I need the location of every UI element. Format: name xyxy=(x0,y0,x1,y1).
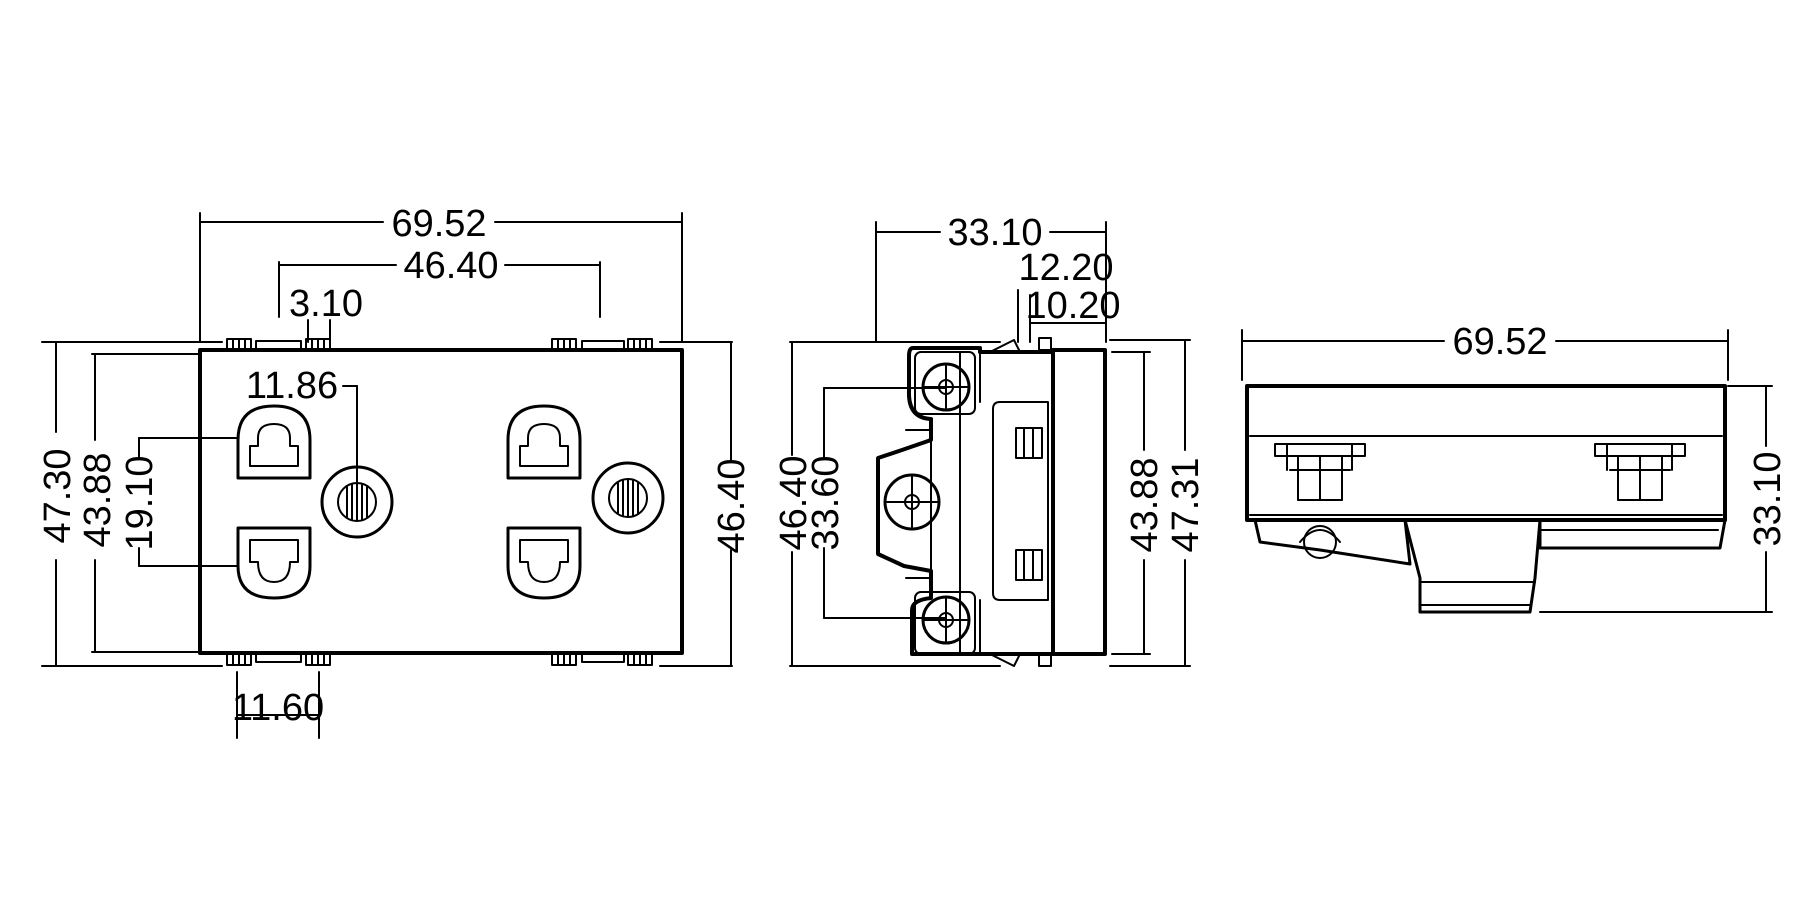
front-clip-spacing-label: 46.40 xyxy=(403,245,498,287)
side-screw-spacing-label: 33.60 xyxy=(805,455,847,550)
side-overall-height-label: 47.31 xyxy=(1165,457,1207,552)
top-overall-width-label: 69.52 xyxy=(1452,321,1547,363)
front-overall-width-label: 69.52 xyxy=(391,203,486,245)
front-view xyxy=(41,212,733,739)
front-slot-spacing-label: 19.10 xyxy=(119,455,161,550)
top-overall-depth-label: 33.10 xyxy=(1747,451,1789,546)
lower-terminal-screw xyxy=(914,591,976,655)
right-top-clip xyxy=(1594,443,1686,501)
front-plate-outline xyxy=(198,348,684,655)
front-pin-offset-label: 11.86 xyxy=(246,365,338,407)
side-back-height-label: 46.40 xyxy=(773,455,815,550)
upper-terminal-screw xyxy=(914,351,976,415)
left-outlet-upper-slot xyxy=(236,404,312,480)
front-overall-height-label: 47.30 xyxy=(37,448,79,543)
top-dimension-lines xyxy=(1241,329,1773,613)
left-outlet xyxy=(236,404,394,600)
front-bottom-clips xyxy=(226,652,653,666)
right-outlet xyxy=(506,404,665,600)
front-outlet-height-label: 46.40 xyxy=(711,458,753,553)
right-outlet-lower-slot xyxy=(506,526,582,600)
dimension-labels: 69.52 46.40 3.10 11.86 11.60 47.30 43.88… xyxy=(37,203,1789,729)
side-face-plate xyxy=(1051,348,1107,656)
side-face-height-label: 43.88 xyxy=(1124,457,1166,552)
side-overall-depth-label: 33.10 xyxy=(947,212,1042,254)
side-flange-depth-label: 12.20 xyxy=(1018,247,1113,289)
right-outlet-ground-pin xyxy=(591,461,665,535)
side-face-depth-label: 10.20 xyxy=(1025,285,1120,327)
right-outlet-upper-slot xyxy=(506,404,582,480)
side-view xyxy=(789,221,1191,667)
side-dimension-lines xyxy=(789,221,1191,667)
left-top-clip xyxy=(1274,443,1366,501)
top-view xyxy=(1241,329,1773,614)
front-clip-width-label: 3.10 xyxy=(289,283,363,325)
side-mounting-frame xyxy=(876,346,1052,656)
middle-terminal-screw xyxy=(883,473,941,531)
front-top-clips xyxy=(226,338,653,351)
front-bottom-clip-spacing-label: 11.60 xyxy=(232,687,324,729)
front-dimension-lines xyxy=(41,212,733,739)
left-outlet-lower-slot xyxy=(236,526,312,600)
front-face-height-label: 43.88 xyxy=(77,452,119,547)
